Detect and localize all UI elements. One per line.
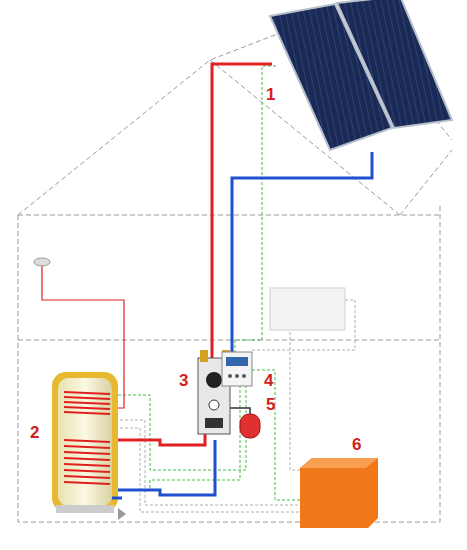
pump [206,372,222,388]
coil-winding [64,482,110,484]
coil-winding [64,476,110,478]
controller-display [226,357,248,366]
radiator [270,288,345,330]
boiler-body [300,458,378,528]
shower-head [34,258,50,266]
callout-number: 5 [266,396,275,413]
coil-winding [64,464,110,466]
storage-tank [52,372,126,520]
coil-winding [64,402,110,404]
hot-pipe [112,430,205,445]
valve [200,350,208,362]
cold-pipe [232,152,372,360]
controller [222,352,252,386]
heating-coil [64,392,110,484]
coil-winding [64,407,110,409]
coil-winding [64,452,110,454]
controller-button [228,374,232,378]
coil-winding [64,392,110,394]
callout-number: 1 [266,86,275,103]
tank-inner [58,378,112,506]
cold-pipe [112,440,215,495]
hot-pipe [212,64,272,360]
cold-inlet [112,497,122,500]
eave-line [400,150,452,215]
boiler [300,458,378,528]
coil-winding [64,458,110,460]
expansion-vessel [240,414,260,438]
coil-winding [64,412,110,414]
coil-winding [64,440,110,442]
controller-button [235,374,239,378]
solar-collector [270,0,452,150]
coil-winding [64,446,110,448]
sensor-wire [100,66,300,500]
gauge [209,400,219,410]
vessel-pipe [228,408,250,414]
boiler-top [300,458,378,468]
vessel-body [240,414,260,438]
callout-number: 4 [264,372,273,389]
floor-line [18,340,440,341]
sensor-wire [252,370,300,500]
callout-number: 6 [352,436,361,453]
collector-panel [337,0,452,128]
tank-base [56,505,114,513]
drain-valve [118,508,126,520]
tank-shell [52,372,118,512]
coil-winding [64,470,110,472]
controller-button [242,374,246,378]
ceiling-line [18,215,440,216]
callout-number: 2 [30,424,39,441]
coil-winding [64,397,110,399]
flow-meter [205,418,223,428]
controller-box [222,352,252,386]
callout-number: 3 [179,372,188,389]
